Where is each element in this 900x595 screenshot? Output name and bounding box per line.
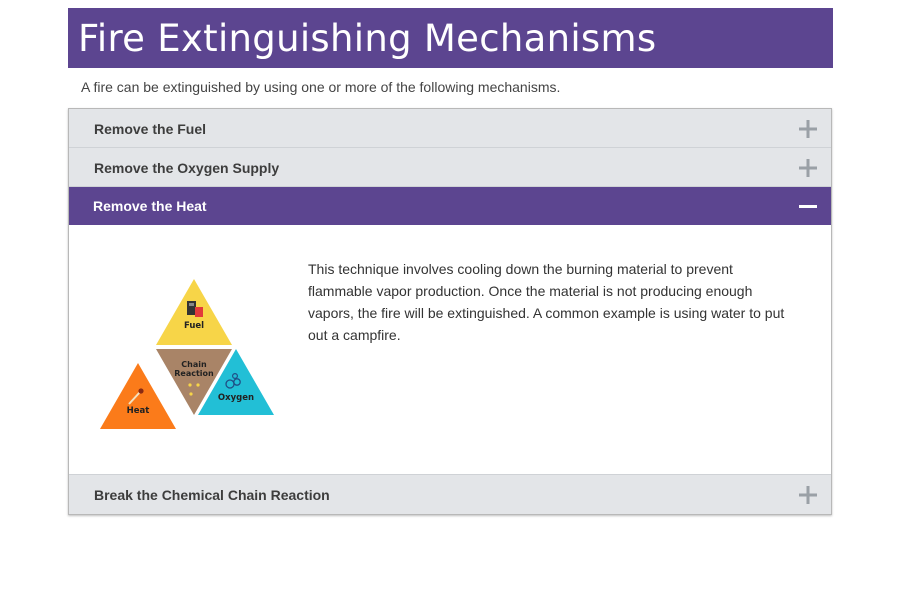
accordion-label: Remove the Oxygen Supply [94,160,280,176]
page-container: Fire Extinguishing Mechanisms A fire can… [68,8,833,515]
plus-icon [799,120,817,138]
accordion-label: Break the Chemical Chain Reaction [94,487,330,503]
page-title: Fire Extinguishing Mechanisms [78,17,657,60]
fuel-label: Fuel [184,321,204,331]
accordion-panel-remove-heat: Fuel Chain Reaction Heat [69,225,831,475]
heat-triangle [100,363,176,429]
chain-label-line1: Chain [181,360,207,369]
fire-tetrahedron-diagram: Fuel Chain Reaction Heat [100,279,274,429]
panel-description: This technique involves cooling down the… [308,261,785,343]
match-icon [128,388,144,405]
oxygen-bubbles-icon [225,372,241,389]
oxygen-label: Oxygen [218,393,254,403]
chain-label-line2: Reaction [174,369,214,378]
accordion-label: Remove the Heat [93,198,207,214]
accordion-header-remove-fuel[interactable]: Remove the Fuel [69,109,831,148]
accordion-header-break-chain-reaction[interactable]: Break the Chemical Chain Reaction [69,475,831,514]
spark-dots-icon [188,383,200,396]
heat-label: Heat [127,406,150,416]
accordion-header-remove-heat[interactable]: Remove the Heat [69,187,831,225]
mechanisms-accordion: Remove the Fuel Remove the Oxygen Supply… [68,108,832,515]
accordion-header-remove-oxygen[interactable]: Remove the Oxygen Supply [69,148,831,187]
accordion-label: Remove the Fuel [94,121,207,137]
page-banner: Fire Extinguishing Mechanisms [68,8,833,68]
chain-reaction-triangle [156,349,232,415]
plus-icon [799,159,817,177]
oxygen-triangle [198,349,274,415]
plus-icon [799,486,817,504]
intro-text: A fire can be extinguished by using one … [81,79,561,95]
fuel-can-icon [187,301,203,317]
minus-icon [799,205,817,208]
